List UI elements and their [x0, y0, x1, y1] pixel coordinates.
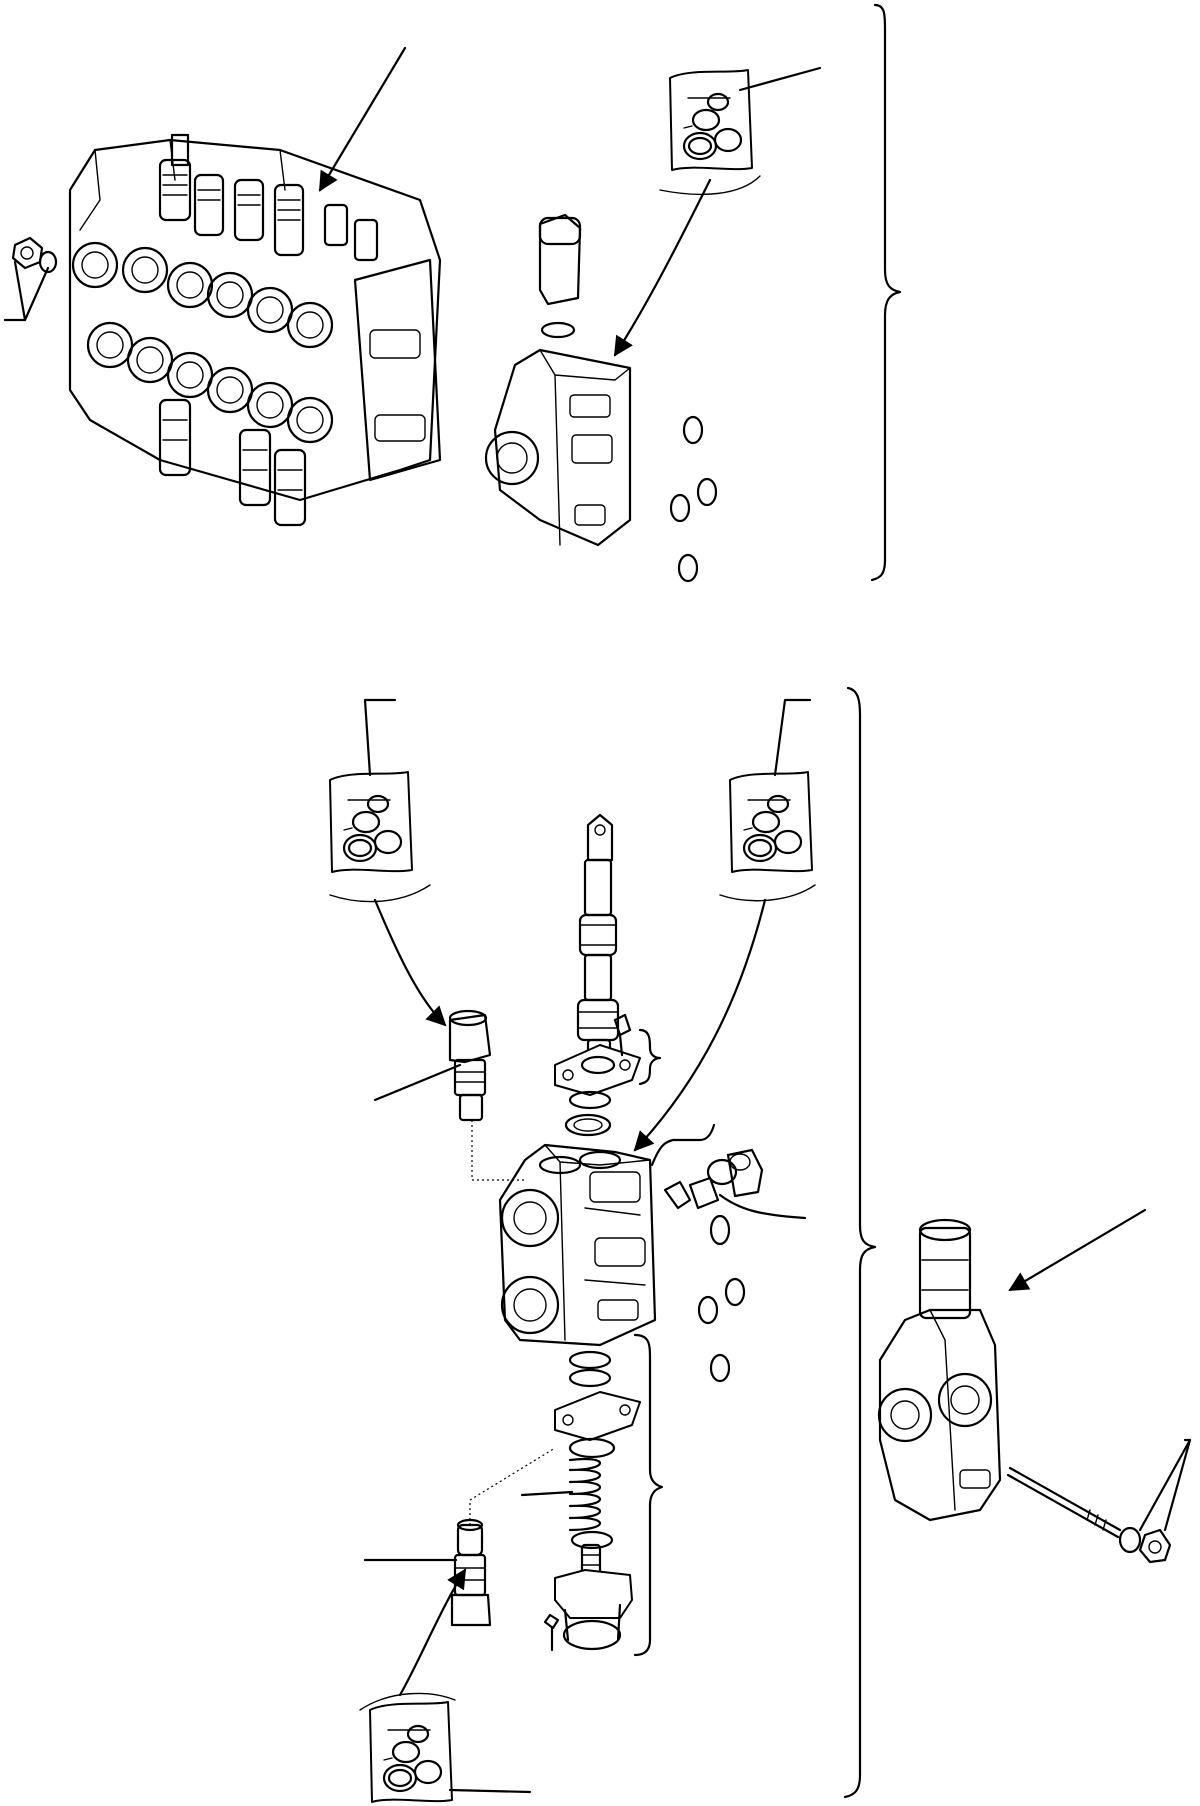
spring-cap — [543, 1569, 633, 1652]
valve-end-plate — [353, 258, 442, 482]
o-rings-top — [669, 415, 718, 583]
leader-seal-kit-2-arrow — [373, 898, 447, 1027]
lower-spool-ends — [158, 398, 307, 527]
bracket-flange — [638, 1028, 662, 1086]
seal-kit-4 — [368, 1700, 454, 1804]
leader-spring — [520, 1490, 574, 1497]
leader-seal-kit-4 — [448, 1788, 532, 1794]
tie-rod-bolt — [1006, 1466, 1172, 1564]
leader-seal-kit-1-arrow — [613, 178, 712, 357]
upper-ports — [71, 241, 334, 349]
o-rings-bottom — [697, 1214, 746, 1383]
leader-tie-rod — [1138, 1438, 1192, 1532]
spool-flange-top — [554, 1013, 641, 1096]
leader-seal-kit-3 — [773, 698, 812, 777]
leader-seal-kit-4-arrow — [398, 1568, 467, 1697]
spool-rod — [576, 813, 620, 1082]
dotted-line-check — [471, 1120, 525, 1181]
kit-3-base — [719, 884, 816, 902]
leader-outlet-section — [1008, 1208, 1147, 1292]
leader-seal-kit-3-arrow — [633, 898, 767, 1152]
load-check-plug — [450, 1518, 492, 1627]
spool-caps — [158, 133, 379, 262]
valve-section-body — [498, 1143, 657, 1347]
leader-seal-kit-2 — [363, 698, 397, 777]
bracket-top — [870, 3, 902, 582]
seal-kit-1 — [668, 68, 754, 172]
leader-arrow-assembly — [318, 46, 407, 192]
bracket-bottom — [843, 686, 877, 1799]
kit-2-base — [329, 884, 431, 903]
return-spring — [568, 1457, 614, 1585]
spool-seals-bottom — [554, 1350, 641, 1459]
bracket-spring — [633, 1333, 664, 1657]
bracket-relief — [650, 1123, 716, 1167]
dotted-line-load-check — [469, 1447, 556, 1525]
inlet-section — [484, 213, 632, 547]
seal-kit-2 — [328, 770, 414, 874]
leader-seal-kit-1 — [738, 66, 822, 92]
control-valve-assembly — [3, 133, 442, 527]
spool-seals-top — [564, 1090, 612, 1137]
check-valve-plug — [448, 1009, 492, 1122]
kit-4-base — [359, 1692, 456, 1711]
relief-valve — [663, 1148, 764, 1210]
kit-1-base — [659, 175, 761, 196]
leader-check-valve — [373, 1063, 462, 1102]
tie-rod-nuts — [3, 236, 58, 322]
outlet-end-section — [877, 1218, 1002, 1522]
leader-relief — [718, 1193, 807, 1220]
lower-ports — [86, 321, 334, 444]
seal-kit-3 — [728, 770, 814, 874]
